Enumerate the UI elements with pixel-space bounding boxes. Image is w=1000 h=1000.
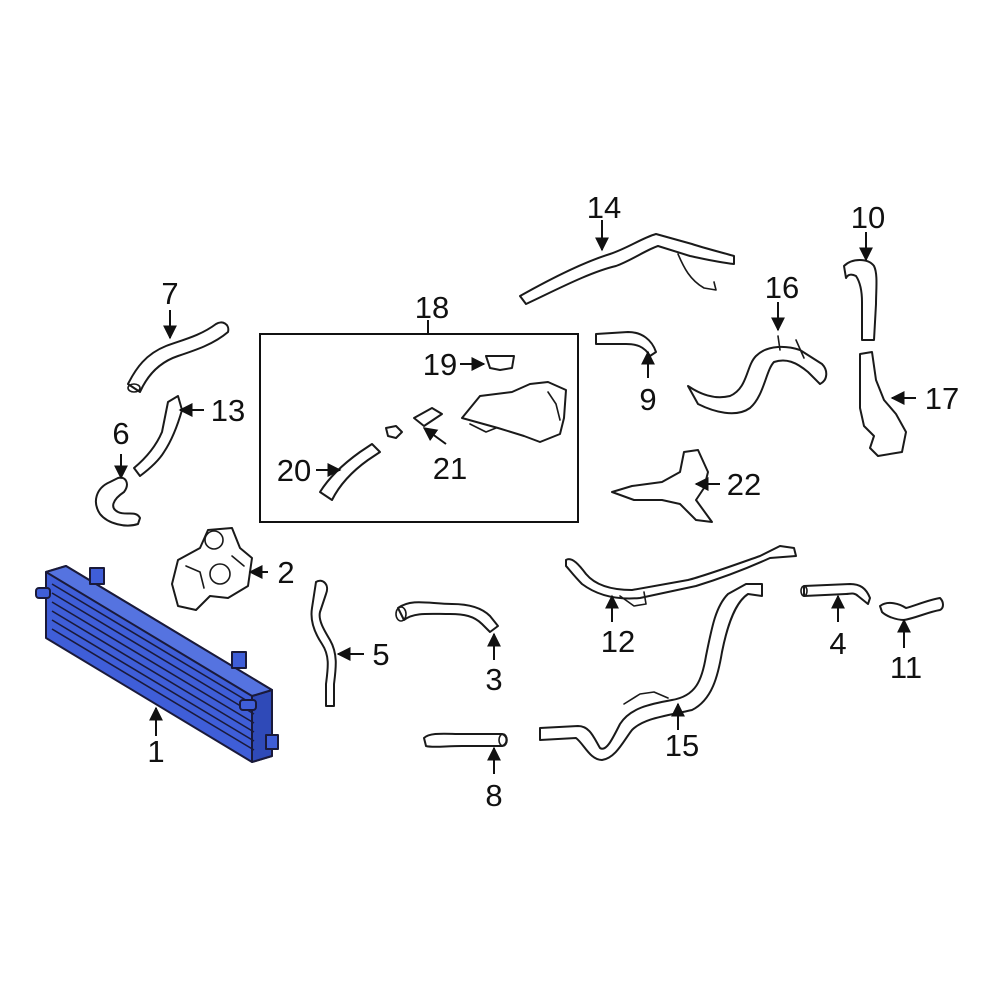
part-6-hose[interactable] (94, 476, 141, 527)
part-12-pipe[interactable] (565, 545, 797, 607)
part-3-hose[interactable] (395, 601, 499, 633)
part-14-pipe[interactable] (519, 233, 735, 305)
part-10-hose[interactable] (843, 259, 878, 341)
callout-11: 11 (890, 650, 922, 685)
callout-19: 19 (423, 347, 457, 382)
part-1-cooler[interactable] (35, 565, 279, 763)
callout-6: 6 (112, 416, 129, 451)
part-13-bracket[interactable] (133, 395, 183, 477)
callout-10: 10 (851, 200, 885, 235)
callout-4: 4 (829, 626, 846, 661)
callout-5: 5 (372, 637, 389, 672)
leader-lines (114, 220, 916, 774)
callout-15: 15 (665, 728, 699, 763)
callout-14: 14 (587, 190, 621, 225)
callout-2: 2 (277, 555, 294, 590)
callout-9: 9 (639, 382, 656, 417)
part-4-hose[interactable] (800, 583, 871, 605)
reservoir-tank[interactable] (461, 381, 567, 443)
part-16-pipe[interactable] (687, 335, 828, 415)
part-7-hose[interactable] (127, 321, 230, 393)
callout-3: 3 (485, 662, 502, 697)
cooler-fins (51, 583, 255, 751)
part-21-hose[interactable] (385, 407, 443, 439)
callout-12: 12 (601, 624, 635, 659)
callout-13: 13 (211, 393, 245, 428)
callout-17: 17 (925, 381, 959, 416)
part-20-hose[interactable] (319, 443, 381, 501)
callout-21: 21 (433, 451, 467, 486)
callout-20: 20 (277, 453, 311, 488)
part-8-hose[interactable] (423, 732, 508, 748)
callout-16: 16 (765, 270, 799, 305)
callout-18: 18 (415, 290, 449, 325)
part-11-hose[interactable] (879, 597, 944, 621)
callout-labels: 1 2 3 4 5 6 7 8 9 10 11 12 13 14 15 16 1… (112, 190, 959, 813)
callout-8: 8 (485, 778, 502, 813)
part-17-bracket[interactable] (859, 351, 907, 457)
part-15-pipe[interactable] (539, 583, 763, 761)
part-2-water-pump[interactable] (171, 527, 253, 611)
part-18-reservoir-kit (259, 333, 579, 523)
part-5-hose[interactable] (310, 579, 337, 707)
part-19-cap[interactable] (485, 355, 515, 371)
callout-22: 22 (727, 467, 761, 502)
callout-1: 1 (147, 734, 164, 769)
kit-box (259, 333, 579, 523)
cooler-fittings (35, 567, 279, 750)
callout-7: 7 (161, 276, 178, 311)
part-22-bracket[interactable] (611, 449, 713, 523)
